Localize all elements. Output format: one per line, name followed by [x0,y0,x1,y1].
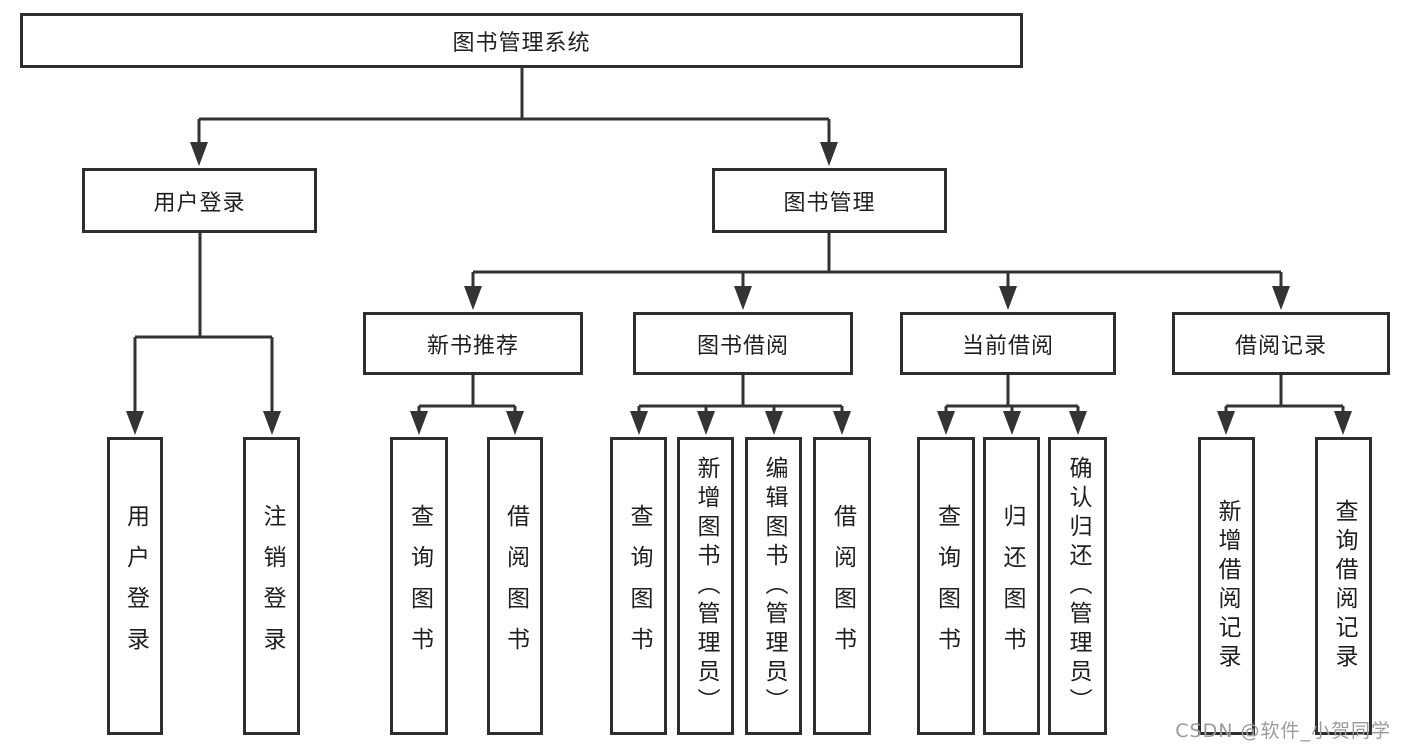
node-current-borrow: 当前借阅 [900,312,1116,375]
node-new-book-recommend-label: 新书推荐 [426,333,519,359]
node-book-borrow: 图书借阅 [633,312,853,375]
leaf-bb-add-books-admin: 新增图书（管理员） [677,437,734,735]
arrowheads [126,142,1352,435]
node-root-label: 图书管理系统 [452,30,591,56]
node-borrow-records-label: 借阅记录 [1234,333,1327,359]
leaf-bb-edit-books-admin: 编辑图书（管理员） [745,437,802,735]
node-current-borrow-label: 当前借阅 [961,333,1054,359]
connector-book-borrow-to-leaves [637,375,844,415]
node-root: 图书管理系统 [20,13,1023,68]
leaf-br-add-record: 新增借阅记录 [1198,437,1255,735]
csdn-watermark: CSDN @软件_小贺同学 [1175,720,1391,742]
node-book-management-label: 图书管理 [783,190,876,216]
connector-root-to-level2 [197,68,831,146]
leaf-bb-borrow-books: 借阅图书 [813,437,871,735]
node-book-borrow-label: 图书借阅 [696,333,789,359]
connector-current-borrow-to-leaves [944,375,1080,415]
leaf-br-query-record: 查询借阅记录 [1315,437,1372,735]
connector-user-login-to-leaves [133,233,274,415]
connector-book-mgmt-to-level3 [471,233,1283,290]
leaf-nbr-borrow-books: 借阅图书 [487,437,543,735]
leaf-user-login: 用户登录 [107,437,163,735]
node-book-management: 图书管理 [712,168,947,233]
leaf-cb-confirm-return-admin: 确认归还（管理员） [1048,437,1107,735]
node-user-login-label: 用户登录 [153,190,246,216]
connector-new-book-to-leaves [417,375,517,415]
leaf-cb-return-books: 归还图书 [983,437,1040,735]
node-borrow-records: 借阅记录 [1172,312,1390,375]
node-user-login: 用户登录 [82,168,317,233]
connector-borrow-record-to-leaves [1224,375,1345,415]
leaf-cb-query-books: 查询图书 [917,437,975,735]
leaf-bb-query-books: 查询图书 [610,437,667,735]
leaf-nbr-query-books: 查询图书 [390,437,448,735]
leaf-logout-login: 注销登录 [243,437,300,735]
node-new-book-recommend: 新书推荐 [363,312,583,375]
